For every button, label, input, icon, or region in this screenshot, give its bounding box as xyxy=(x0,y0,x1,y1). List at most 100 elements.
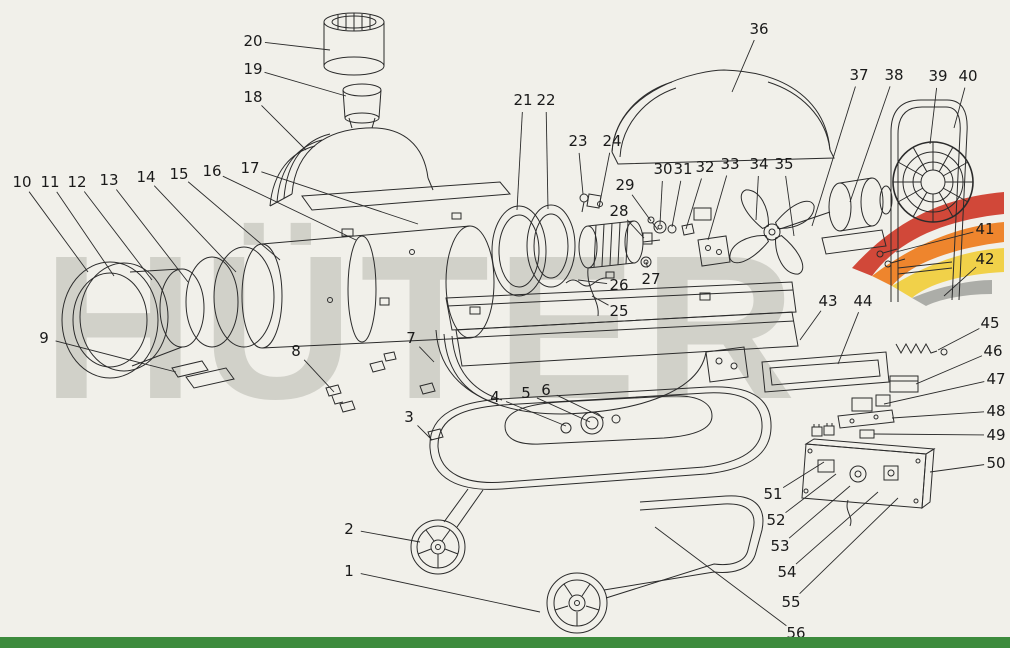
front-ring-group xyxy=(61,246,275,379)
leader-line-47 xyxy=(883,381,985,405)
part-number-35: 35 xyxy=(774,155,793,173)
part-number-31: 31 xyxy=(673,160,692,178)
leader-line-56 xyxy=(654,526,787,627)
leader-line-3 xyxy=(417,425,433,441)
leader-line-7 xyxy=(418,346,435,363)
leader-line-8 xyxy=(303,359,335,393)
leader-line-55 xyxy=(799,497,899,594)
part-number-3: 3 xyxy=(404,408,414,426)
display-strip xyxy=(761,351,890,393)
leader-line-16 xyxy=(222,175,357,241)
leader-line-29 xyxy=(631,194,652,222)
part-number-11: 11 xyxy=(40,173,59,191)
part-number-5: 5 xyxy=(521,384,531,402)
part-number-34: 34 xyxy=(749,155,768,173)
fan-guard xyxy=(892,141,974,223)
lower-shell xyxy=(435,329,707,415)
part-number-43: 43 xyxy=(818,292,837,310)
seal-rings xyxy=(491,204,576,297)
leader-line-41 xyxy=(895,231,974,253)
part-number-50: 50 xyxy=(986,454,1005,472)
leader-line-5 xyxy=(536,397,591,423)
leader-line-20 xyxy=(264,41,331,51)
part-number-22: 22 xyxy=(536,91,555,109)
part-number-41: 41 xyxy=(975,220,994,238)
leader-line-42 xyxy=(943,266,977,297)
leader-line-4 xyxy=(505,401,567,427)
leader-line-43 xyxy=(799,310,822,341)
part-number-44: 44 xyxy=(853,292,872,310)
leader-line-2 xyxy=(360,530,421,543)
part-number-28: 28 xyxy=(609,202,628,220)
leader-line-54 xyxy=(795,491,879,565)
leader-line-18 xyxy=(261,105,307,151)
heater-exploded-drawing xyxy=(61,12,974,634)
leader-line-25 xyxy=(591,295,609,306)
leader-line-40 xyxy=(953,87,966,129)
pump-fittings xyxy=(642,207,731,267)
fan-motor xyxy=(779,177,893,255)
part-number-54: 54 xyxy=(777,563,796,581)
mounting-trays xyxy=(445,281,799,383)
part-number-32: 32 xyxy=(695,158,714,176)
part-number-37: 37 xyxy=(849,66,868,84)
leader-line-14 xyxy=(153,185,237,273)
leader-line-23 xyxy=(578,152,584,195)
part-number-21: 21 xyxy=(513,91,532,109)
leader-line-45 xyxy=(937,328,980,351)
leader-line-35 xyxy=(785,175,795,237)
part-number-13: 13 xyxy=(99,171,118,189)
leader-line-21 xyxy=(516,111,523,211)
part-number-46: 46 xyxy=(983,342,1002,360)
leader-line-53 xyxy=(788,485,851,539)
control-panel xyxy=(801,423,936,527)
part-number-29: 29 xyxy=(615,176,634,194)
part-number-38: 38 xyxy=(884,66,903,84)
part-number-18: 18 xyxy=(243,88,262,106)
leader-line-34 xyxy=(755,175,759,221)
fastener-clips xyxy=(325,351,444,441)
part-number-8: 8 xyxy=(291,342,301,360)
part-number-4: 4 xyxy=(490,388,500,406)
leader-line-10 xyxy=(28,191,89,273)
part-number-12: 12 xyxy=(67,173,86,191)
part-number-17: 17 xyxy=(240,159,259,177)
part-number-6: 6 xyxy=(541,381,551,399)
leader-line-48 xyxy=(891,411,985,419)
part-number-15: 15 xyxy=(169,165,188,183)
burner-hood xyxy=(269,127,512,211)
leader-line-52 xyxy=(785,473,837,514)
part-number-52: 52 xyxy=(766,511,785,529)
part-number-2: 2 xyxy=(344,520,354,538)
swoosh-red xyxy=(852,192,1004,276)
part-number-24: 24 xyxy=(602,132,621,150)
part-number-53: 53 xyxy=(770,537,789,555)
leader-line-27 xyxy=(645,261,649,268)
part-number-51: 51 xyxy=(763,485,782,503)
part-number-14: 14 xyxy=(136,168,155,186)
leader-line-44 xyxy=(837,311,859,365)
brand-logo-swoosh xyxy=(852,192,1004,306)
part-number-27: 27 xyxy=(641,270,660,288)
part-number-49: 49 xyxy=(986,426,1005,444)
leader-line-6 xyxy=(556,394,605,419)
part-number-48: 48 xyxy=(986,402,1005,420)
leader-line-13 xyxy=(115,189,189,283)
frame-and-wheels xyxy=(410,488,764,634)
part-number-36: 36 xyxy=(749,20,768,38)
leader-line-46 xyxy=(915,355,983,385)
part-number-23: 23 xyxy=(568,132,587,150)
leader-line-28 xyxy=(626,219,645,239)
leader-line-39 xyxy=(929,87,938,145)
part-number-7: 7 xyxy=(406,329,416,347)
part-number-30: 30 xyxy=(653,160,672,178)
part-number-40: 40 xyxy=(958,67,977,85)
part-number-33: 33 xyxy=(720,155,739,173)
watermark-text: HÜTER xyxy=(42,213,802,442)
leader-line-1 xyxy=(360,573,541,613)
part-number-16: 16 xyxy=(202,162,221,180)
leader-line-33 xyxy=(707,175,728,241)
